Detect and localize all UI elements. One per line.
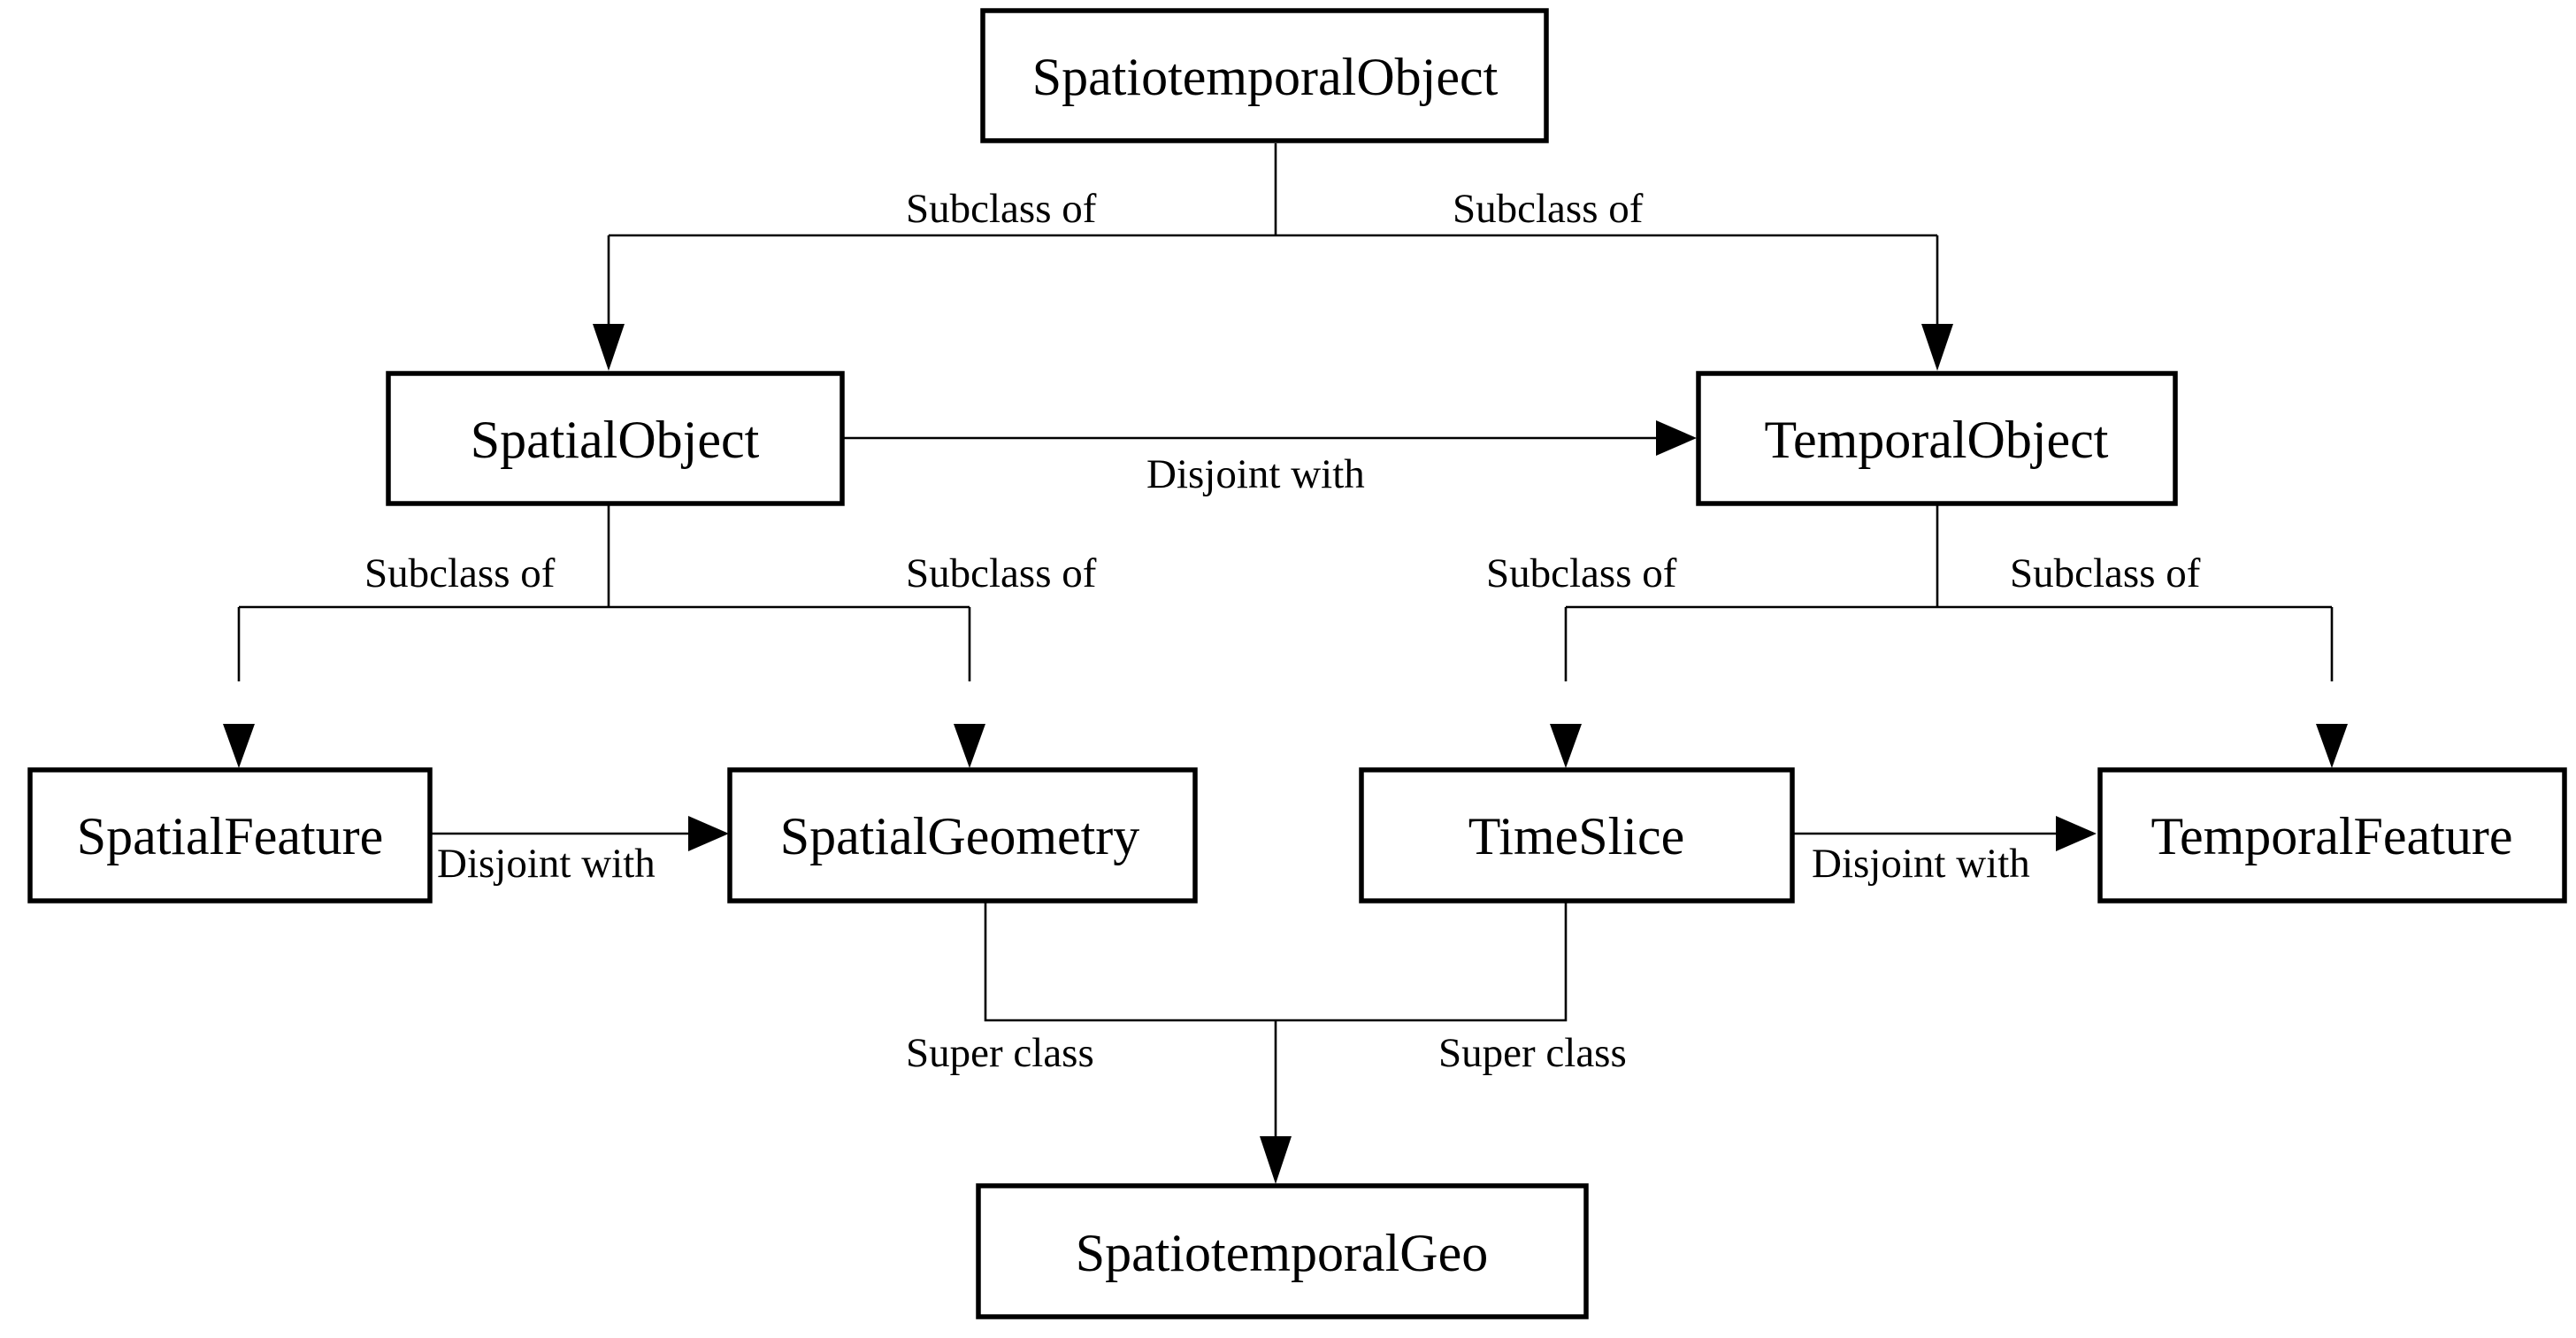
node-label: SpatialGeometry bbox=[780, 807, 1140, 865]
arrowheads bbox=[223, 324, 2348, 1184]
node-label: TemporalObject bbox=[1765, 411, 2109, 469]
edge-labels: Subclass of Subclass of Disjoint with Su… bbox=[364, 186, 2201, 1076]
connector-super-class bbox=[984, 903, 1568, 1136]
node-label: TimeSlice bbox=[1468, 807, 1684, 865]
edge-label-timeslice-feature-disjoint: Disjoint with bbox=[1812, 841, 2030, 887]
edge-label-geometry-super: Super class bbox=[906, 1030, 1094, 1076]
node-box bbox=[1696, 371, 2178, 506]
node-box bbox=[2097, 767, 2567, 904]
node-box bbox=[980, 8, 1549, 143]
arrowhead-disjoint-temporal-feature bbox=[2056, 816, 2097, 851]
connectors bbox=[237, 143, 2334, 1136]
arrowhead-to-spatiotemporal-geo bbox=[1260, 1136, 1292, 1184]
arrowhead-to-spatial-geometry bbox=[954, 724, 985, 768]
arrowhead-to-spatial-feature bbox=[223, 724, 255, 768]
node-box bbox=[386, 371, 845, 506]
arrowhead-to-temporal-object bbox=[1921, 324, 1953, 371]
connector-temporal-subclass bbox=[1564, 504, 2334, 681]
node-label: SpatialFeature bbox=[77, 807, 384, 865]
connector-spatial-subclass bbox=[237, 504, 971, 681]
node-spatiotemporal-geo: SpatiotemporalGeo bbox=[976, 1183, 1589, 1319]
node-box bbox=[727, 767, 1198, 904]
edge-label-root-to-temporal: Subclass of bbox=[1453, 186, 1644, 232]
edge-label-spatial-temporal-disjoint: Disjoint with bbox=[1146, 451, 1365, 497]
arrowhead-disjoint-spatial-geometry bbox=[688, 816, 729, 851]
edge-label-timeslice-super: Super class bbox=[1438, 1030, 1627, 1076]
node-label: SpatialObject bbox=[471, 411, 760, 469]
node-temporal-feature: TemporalFeature bbox=[2097, 767, 2567, 904]
edge-label-feature-geometry-disjoint: Disjoint with bbox=[437, 841, 656, 887]
arrowhead-disjoint-temporal-object bbox=[1656, 420, 1697, 456]
node-spatial-geometry: SpatialGeometry bbox=[727, 767, 1198, 904]
edge-label-temporal-to-timeslice: Subclass of bbox=[1486, 550, 1677, 596]
edge-label-spatial-to-feature: Subclass of bbox=[364, 550, 556, 596]
node-label: SpatiotemporalGeo bbox=[1076, 1224, 1489, 1282]
arrowhead-to-temporal-feature bbox=[2316, 724, 2348, 768]
edge-label-temporal-to-feature: Subclass of bbox=[2010, 550, 2201, 596]
node-spatial-feature: SpatialFeature bbox=[27, 767, 433, 904]
node-temporal-object: TemporalObject bbox=[1696, 371, 2178, 506]
node-time-slice: TimeSlice bbox=[1359, 767, 1795, 904]
arrowhead-to-time-slice bbox=[1550, 724, 1582, 768]
node-label: TemporalFeature bbox=[2151, 807, 2513, 865]
node-box bbox=[27, 767, 433, 904]
arrowhead-to-spatial-object bbox=[593, 324, 625, 371]
node-spatial-object: SpatialObject bbox=[386, 371, 845, 506]
node-spatiotemporal-object: SpatiotemporalObject bbox=[980, 8, 1549, 143]
node-label: SpatiotemporalObject bbox=[1032, 48, 1499, 106]
node-box bbox=[976, 1183, 1589, 1319]
node-box bbox=[1359, 767, 1795, 904]
edge-label-spatial-to-geometry: Subclass of bbox=[906, 550, 1097, 596]
connector-root-subclass bbox=[607, 143, 1939, 324]
edge-label-root-to-spatial: Subclass of bbox=[906, 186, 1097, 232]
